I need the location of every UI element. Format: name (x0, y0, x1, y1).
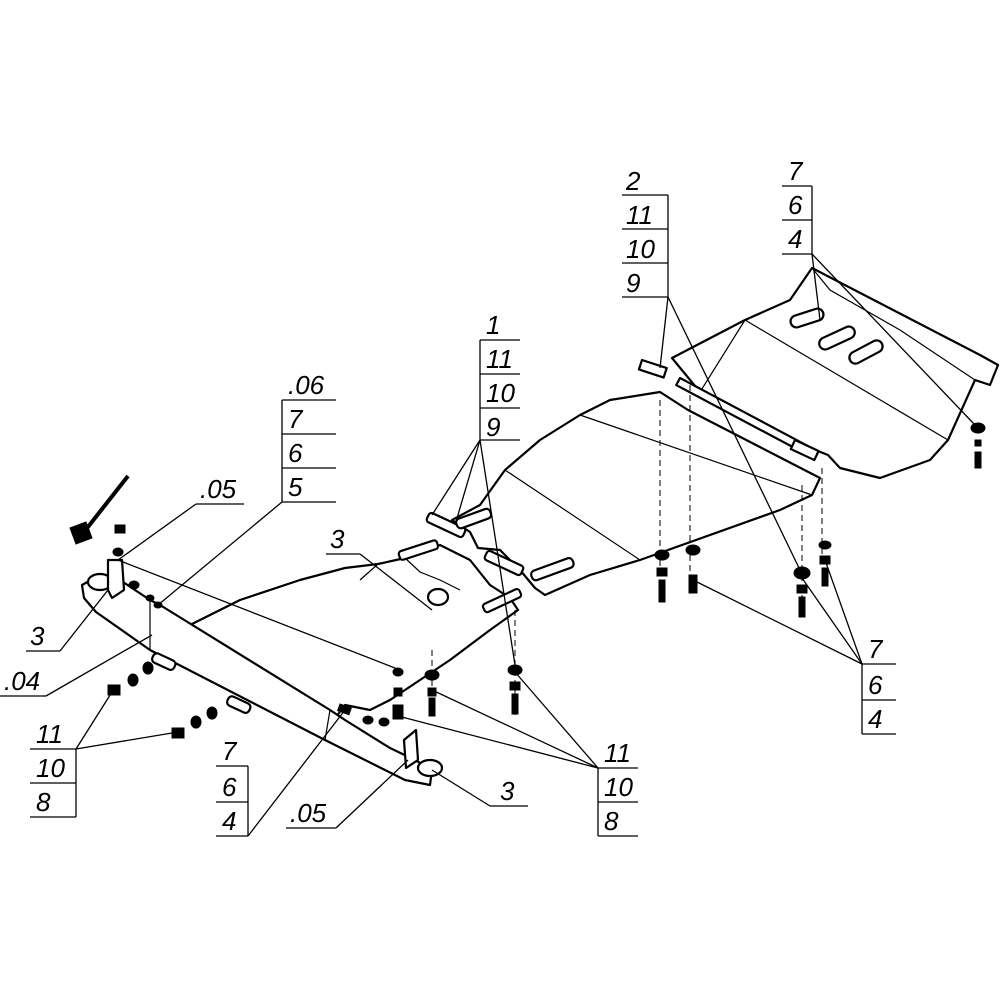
callout-label: 6 (788, 190, 803, 220)
parts-group (69, 266, 1000, 787)
middle-skid-plate (450, 390, 822, 597)
callout-05-top: .05 (117, 474, 401, 671)
callout-label: 11 (486, 344, 513, 374)
callout-label: 6 (868, 670, 883, 700)
callout-label: 7 (788, 156, 804, 186)
callout-label: .05 (200, 474, 237, 504)
callout-7-6-4-right: 7 6 4 (692, 559, 896, 735)
callout-label: 6 (288, 438, 303, 468)
callout-label: 3 (500, 776, 515, 806)
callout-label: 4 (868, 704, 882, 734)
bracket-left (106, 558, 126, 600)
callout-label: 1 (486, 310, 500, 340)
callout-label: 7 (868, 634, 884, 664)
callout-label: .04 (4, 666, 40, 696)
callout-label: 7 (288, 404, 304, 434)
callout-label: 9 (626, 268, 640, 298)
callout-11-10-8-right: 11 10 8 (397, 671, 638, 837)
callout-label: 11 (604, 738, 631, 768)
callout-label: 3 (30, 621, 45, 651)
callout-06-7-6-5: .06 7 6 5 (157, 370, 336, 606)
callout-3-mid: 3 (326, 524, 433, 611)
callout-3-bottom: 3 (431, 769, 528, 807)
callout-7-6-4-bottom: 7 6 4 (216, 709, 346, 837)
callout-label: 4 (788, 224, 802, 254)
callout-label: 2 (625, 166, 641, 196)
callout-label: 6 (222, 772, 237, 802)
callout-3-left: 3 (26, 589, 109, 652)
callout-05-bottom: .05 (286, 759, 409, 829)
callout-04: .04 (0, 634, 153, 697)
callout-7-6-4-top: 7 6 4 (782, 156, 976, 426)
rear-plate-slots (789, 307, 884, 365)
bracket-right (402, 728, 420, 770)
long-bolt (82, 474, 130, 534)
callout-label: 3 (330, 524, 345, 554)
callout-label: 11 (626, 200, 653, 230)
callout-label: 10 (604, 772, 633, 802)
callout-11-10-8-left: 11 10 8 (30, 691, 179, 818)
callout-label: 11 (36, 719, 63, 749)
callout-label: 10 (36, 753, 65, 783)
callout-label: .06 (288, 370, 325, 400)
callout-label: 8 (36, 787, 51, 817)
callout-label: .05 (290, 798, 327, 828)
callout-2-11-10-9: 2 11 10 9 (622, 166, 801, 571)
callout-label: 7 (222, 736, 238, 766)
callout-label: 5 (288, 472, 303, 502)
callout-label: 10 (626, 234, 655, 264)
callout-label: 8 (604, 806, 619, 836)
callout-1-11-10-9: 1 11 10 9 (431, 310, 520, 666)
callout-label: 10 (486, 378, 515, 408)
callout-label: 4 (222, 806, 236, 836)
callout-label: 9 (486, 412, 500, 442)
